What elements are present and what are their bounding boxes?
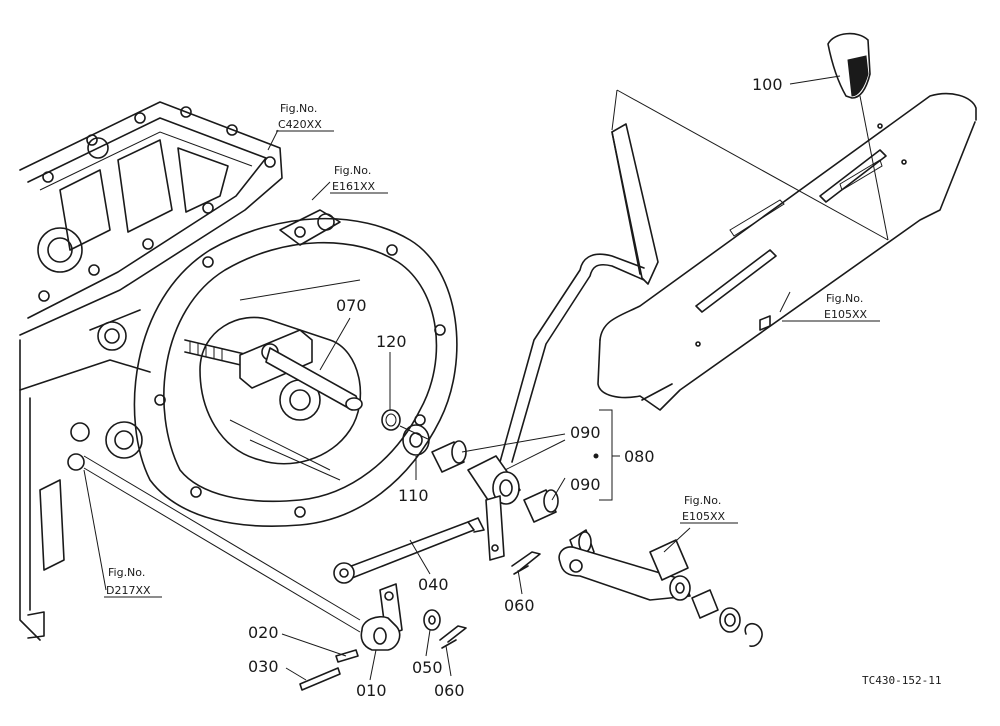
callout-070: 070 bbox=[336, 296, 367, 315]
fig-ref-e105-bottom: Fig.No. E105XX bbox=[680, 494, 738, 524]
part-090-bushing-upper bbox=[431, 440, 467, 473]
fig-ref-code: D217XX bbox=[106, 584, 151, 597]
assembly-lines bbox=[83, 89, 889, 633]
part-100-knob bbox=[827, 32, 871, 99]
fig-ref-code: C420XX bbox=[278, 118, 322, 131]
transmission-housing bbox=[19, 101, 458, 641]
fig-ref-e105-top: Fig.No. E105XX bbox=[782, 292, 880, 322]
callout-030: 030 bbox=[248, 657, 279, 676]
part-030-pin bbox=[299, 667, 341, 691]
leader-lines bbox=[83, 75, 841, 681]
fig-ref-label: Fig.No. bbox=[280, 102, 317, 115]
part-090-bushing-lower bbox=[523, 489, 559, 523]
fig-ref-label: Fig.No. bbox=[684, 494, 721, 507]
part-120-snap-ring bbox=[381, 409, 401, 431]
pedal-bracket-plate bbox=[597, 92, 977, 411]
part-060-clip-upper bbox=[511, 551, 541, 575]
fig-ref-label: Fig.No. bbox=[826, 292, 863, 305]
fig-ref-c420: Fig.No. C420XX bbox=[276, 102, 334, 132]
callout-090-lower: 090 bbox=[570, 475, 601, 494]
callout-010: 010 bbox=[356, 681, 387, 700]
callout-110: 110 bbox=[398, 486, 429, 505]
callout-040: 040 bbox=[418, 575, 449, 594]
callout-080: 080 bbox=[624, 447, 655, 466]
part-080-clutch-pedal bbox=[467, 123, 659, 561]
callout-050: 050 bbox=[412, 658, 443, 677]
callout-120: 120 bbox=[376, 332, 407, 351]
fig-ref-d217: Fig.No. D217XX bbox=[104, 566, 162, 598]
fig-ref-label: Fig.No. bbox=[334, 164, 371, 177]
fig-ref-e161: Fig.No. E161XX bbox=[330, 164, 388, 194]
fig-ref-code: E161XX bbox=[332, 180, 375, 193]
part-070-cross-shaft bbox=[239, 329, 363, 411]
callout-090-upper: 090 bbox=[570, 423, 601, 442]
callout-020: 020 bbox=[248, 623, 279, 642]
part-060-clip-lower bbox=[439, 625, 467, 649]
brake-arm-assembly bbox=[558, 529, 763, 647]
fig-ref-code: E105XX bbox=[682, 510, 725, 523]
part-020-pin bbox=[335, 649, 359, 663]
callout-060-upper: 060 bbox=[504, 596, 535, 615]
drawing-code: TC430-152-11 bbox=[862, 674, 941, 687]
callout-060-lower: 060 bbox=[434, 681, 465, 700]
fig-ref-code: E105XX bbox=[824, 308, 867, 321]
callout-labels: 100 070 120 110 090 090 080 040 060 020 … bbox=[248, 75, 783, 700]
part-040-rod bbox=[333, 517, 485, 584]
fig-ref-label: Fig.No. bbox=[108, 566, 145, 579]
part-010-lever bbox=[360, 583, 403, 651]
callout-100: 100 bbox=[752, 75, 783, 94]
part-050-washer bbox=[423, 609, 441, 631]
